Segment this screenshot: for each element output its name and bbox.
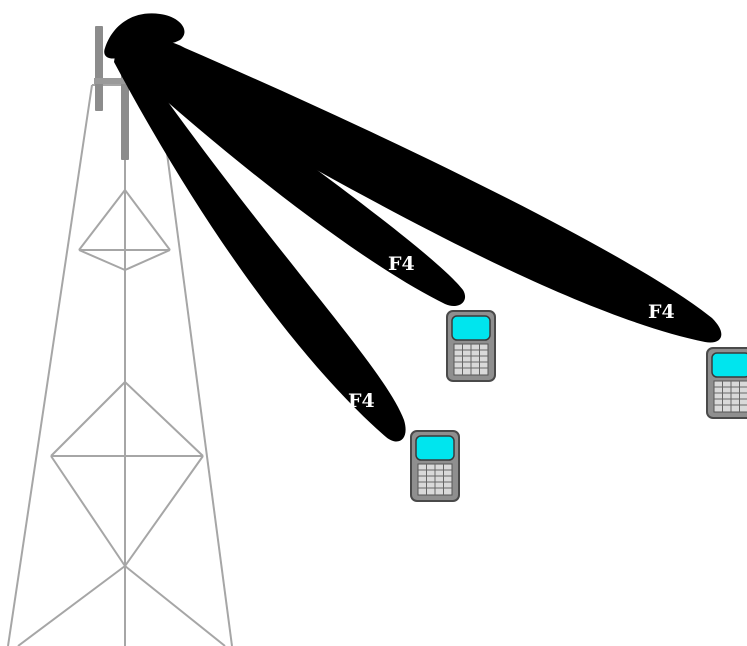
beam-label-lower: F4 <box>348 390 375 412</box>
beam-middle <box>118 47 466 307</box>
beam-backlobe <box>104 13 185 59</box>
mobile-phone-icon <box>410 430 460 502</box>
antenna-panel-left <box>95 26 103 111</box>
beam-lower <box>114 50 406 442</box>
beam-label-middle: F4 <box>388 253 415 275</box>
beam-right <box>118 38 722 343</box>
mobile-phone-icon <box>706 347 747 419</box>
mobile-phone-icon <box>446 310 496 382</box>
beam-label-right: F4 <box>648 301 675 323</box>
beams <box>104 13 722 442</box>
cell-tower-icon <box>7 84 233 646</box>
